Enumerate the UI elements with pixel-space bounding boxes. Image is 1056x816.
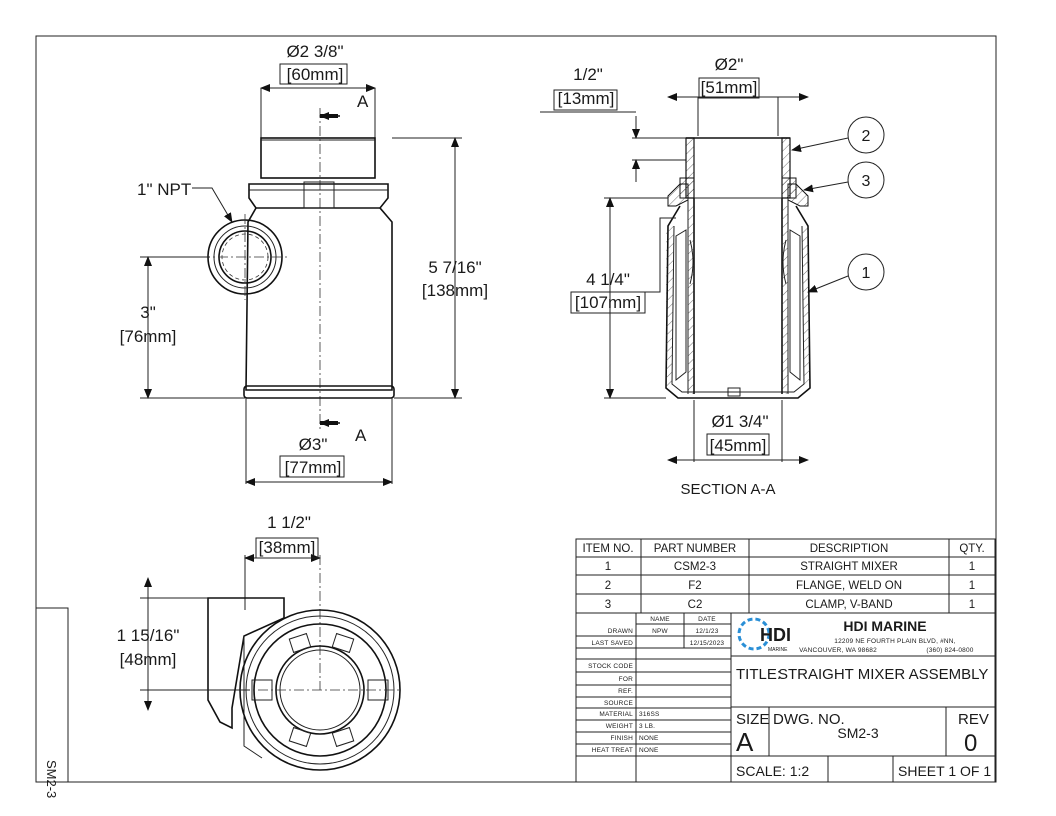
side-label: SM2-3 (44, 760, 59, 798)
scale: SCALE: 1:2 (736, 763, 809, 779)
field-finish-value: NONE (639, 735, 659, 742)
balloon-2: 2 (862, 128, 871, 145)
logo-sub: MARINE (768, 647, 788, 653)
sheet-number: SHEET 1 OF 1 (898, 763, 991, 779)
drawn-name: NPW (652, 628, 668, 635)
field-heattreat-value: NONE (639, 747, 659, 754)
field-material-label: MATERIAL (599, 711, 633, 718)
rev-label: REV (958, 711, 989, 728)
section-view: Ø2" [51mm] 1/2" [13mm] (540, 55, 885, 498)
drawn-label: DRAWN (608, 628, 633, 635)
title-block: NAME DATE DRAWN NPW 12/1/23 LAST SAVED 1… (575, 612, 996, 783)
section-mark-bottom: A (355, 426, 367, 445)
bore-diameter: Ø1 3/4" (711, 412, 768, 431)
npt-label: 1" NPT (137, 180, 191, 199)
top-width-mm: [38mm] (259, 538, 316, 557)
company-logo: HDI MARINE (737, 617, 791, 653)
bom-row-1-desc: STRAIGHT MIXER (800, 561, 898, 573)
bom-header-part: PART NUMBER (654, 543, 736, 555)
flange-height-mm: [13mm] (558, 89, 615, 108)
bom-header-desc: DESCRIPTION (810, 543, 889, 555)
bom-row-3-item: 3 (605, 599, 611, 611)
section-mark-top: A (357, 92, 369, 111)
balloon-3: 3 (862, 173, 871, 190)
address-line-1: 12209 NE FOURTH PLAIN BLVD, #NN, (834, 638, 955, 645)
field-for-label: FOR (619, 676, 633, 683)
bom-row-1-part: CSM2-3 (674, 561, 716, 573)
logo-text: HDI (760, 625, 791, 645)
address-line-2: VANCOUVER, WA 98682 (799, 647, 877, 654)
top-offset: 1 15/16" (117, 626, 180, 645)
bom-row-2-qty: 1 (969, 580, 975, 592)
bom-row-1-item: 1 (605, 561, 611, 573)
bom-row-2-desc: FLANGE, WELD ON (796, 580, 902, 592)
port-height: 3" (140, 303, 156, 322)
rev-value: 0 (964, 730, 977, 757)
bom-header-item: ITEM NO. (582, 543, 633, 555)
bore-diameter-mm: [45mm] (710, 436, 767, 455)
field-weight-value: 3 LB. (639, 723, 655, 730)
phone: (360) 824-0800 (926, 647, 973, 654)
flange-height: 1/2" (573, 65, 603, 84)
section-caption: SECTION A-A (680, 481, 775, 498)
bom-row-2-part: F2 (688, 580, 701, 592)
bom-header-qty: QTY. (959, 543, 984, 555)
bom-row-3-qty: 1 (969, 599, 975, 611)
field-heattreat-label: HEAT TREAT (592, 747, 633, 754)
side-strip (36, 607, 69, 782)
dwg-label: DWG. NO. (773, 711, 845, 728)
size-value: A (736, 727, 754, 757)
port-height-mm: [76mm] (120, 327, 177, 346)
sheet-border (35, 35, 997, 783)
front-height-mm: [138mm] (422, 281, 488, 300)
section-height: 4 1/4" (586, 270, 630, 289)
drawing-title: STRAIGHT MIXER ASSEMBLY (778, 666, 988, 683)
top-offset-mm: [48mm] (120, 650, 177, 669)
bom-row-2-item: 2 (605, 580, 611, 592)
front-bottom-diameter: Ø3" (299, 435, 328, 454)
bom-row-3-desc: CLAMP, V-BAND (805, 599, 892, 611)
front-view: Ø2 3/8" [60mm] A A 1" NPT (120, 42, 488, 486)
section-top-diameter: Ø2" (715, 55, 744, 74)
col-name: NAME (650, 616, 670, 623)
field-ref-label: REF. (618, 688, 633, 695)
bom-row-3-part: C2 (688, 599, 703, 611)
field-stock-label: STOCK CODE (588, 663, 633, 670)
section-height-mm: [107mm] (575, 293, 641, 312)
field-weight-label: WEIGHT (606, 723, 633, 730)
size-label: SIZE (736, 711, 769, 728)
front-top-diameter-mm: [60mm] (287, 65, 344, 84)
company-name: HDI MARINE (843, 618, 926, 634)
drawn-date: 12/1/23 (695, 628, 718, 635)
front-bottom-diameter-mm: [77mm] (285, 458, 342, 477)
saved-date: 12/15/2023 (690, 640, 725, 647)
field-source-label: SOURCE (604, 700, 633, 707)
balloon-1: 1 (862, 265, 871, 282)
section-top-diameter-mm: [51mm] (701, 78, 758, 97)
dwg-number: SM2-3 (837, 725, 878, 741)
front-top-diameter: Ø2 3/8" (286, 42, 343, 61)
top-view: 1 1/2" [38mm] 1 15/16" [48mm] (117, 513, 401, 771)
col-date: DATE (698, 616, 716, 623)
field-finish-label: FINISH (610, 735, 633, 742)
top-width: 1 1/2" (267, 513, 311, 532)
field-material-value: 316SS (639, 711, 660, 718)
saved-label: LAST SAVED (592, 640, 634, 647)
title-label: TITLE: (736, 666, 781, 683)
bom-row-1-qty: 1 (969, 561, 975, 573)
front-height: 5 7/16" (428, 258, 481, 277)
bom-table: ITEM NO. PART NUMBER DESCRIPTION QTY. 1 … (575, 538, 996, 614)
